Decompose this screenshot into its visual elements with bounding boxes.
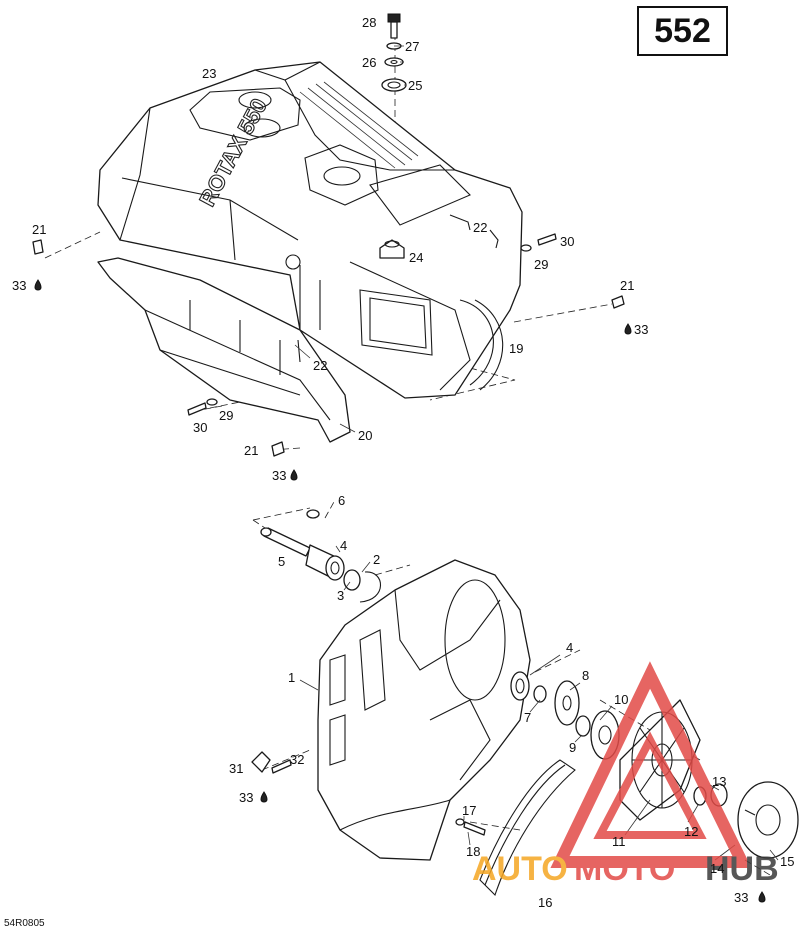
drive-belt xyxy=(479,759,576,897)
callout-label: 13 xyxy=(712,774,726,789)
lower-bracket xyxy=(97,257,351,443)
oil-drop-icon xyxy=(260,791,268,803)
callout-label: 18 xyxy=(466,844,480,859)
callout-label: 1 xyxy=(288,670,295,685)
callout-label: 33 xyxy=(239,790,253,805)
fasteners xyxy=(32,214,625,457)
callout-label: 2 xyxy=(373,552,380,567)
callout-label: 24 xyxy=(409,250,423,265)
callout-label: 4 xyxy=(340,538,347,553)
callout-label: 4 xyxy=(566,640,573,655)
page-number-box: 552 xyxy=(637,6,728,56)
watermark-text-hub: HUB xyxy=(705,850,779,888)
callout-label: 21 xyxy=(32,222,46,237)
fan-cover-assembly: ROTAX 550 xyxy=(97,61,523,399)
callout-label: 33 xyxy=(734,890,748,905)
callout-label: 21 xyxy=(244,443,258,458)
callout-label: 31 xyxy=(229,761,243,776)
top-hardware xyxy=(381,13,407,92)
oil-drop-icon xyxy=(758,891,766,903)
callout-label: 23 xyxy=(202,66,216,81)
callout-label: 33 xyxy=(634,322,648,337)
callout-label: 29 xyxy=(534,257,548,272)
callout-label: 20 xyxy=(358,428,372,443)
callout-label: 5 xyxy=(278,554,285,569)
callout-label: 28 xyxy=(362,15,376,30)
callout-label: 7 xyxy=(524,710,531,725)
callout-labels: 28 27 26 25 23 22 30 29 24 21 33 21 33 1… xyxy=(12,15,794,910)
callout-label: 21 xyxy=(620,278,634,293)
callout-label: 25 xyxy=(408,78,422,93)
callout-label: 30 xyxy=(193,420,207,435)
callout-label: 6 xyxy=(338,493,345,508)
page-number: 552 xyxy=(654,11,711,50)
watermark-text-auto: AUTO xyxy=(472,850,568,888)
callout-label: 16 xyxy=(538,895,552,910)
callout-label: 29 xyxy=(219,408,233,423)
callout-label: 8 xyxy=(582,668,589,683)
shaft-and-bearings xyxy=(260,509,381,603)
oil-drop-icon xyxy=(624,323,632,335)
watermark-triangle-inner xyxy=(593,731,707,839)
callout-label: 10 xyxy=(614,692,628,707)
callout-label: 33 xyxy=(272,468,286,483)
callout-label: 12 xyxy=(684,824,698,839)
callout-label: 33 xyxy=(12,278,26,293)
callout-label: 17 xyxy=(462,803,476,818)
drawing-code: 54R0805 xyxy=(4,918,45,929)
callout-label: 22 xyxy=(473,220,487,235)
callout-label: 3 xyxy=(337,588,344,603)
watermark-text-moto: MOTO xyxy=(574,850,675,888)
callout-label: 14 xyxy=(710,861,724,876)
callout-label: 15 xyxy=(780,854,794,869)
oil-drop-icon xyxy=(34,279,42,291)
callout-label: 30 xyxy=(560,234,574,249)
main-cover xyxy=(317,559,531,861)
callout-label: 19 xyxy=(509,341,523,356)
callout-label: 22 xyxy=(313,358,327,373)
callout-label: 27 xyxy=(405,39,419,54)
lower-hardware xyxy=(251,751,486,836)
watermark-logo: AUTO MOTO HUB xyxy=(472,661,779,888)
callout-label: 32 xyxy=(290,752,304,767)
callout-label: 9 xyxy=(569,740,576,755)
watermark-triangle xyxy=(550,661,752,868)
oil-drop-icons xyxy=(34,279,766,903)
callout-label: 26 xyxy=(362,55,376,70)
callout-label: 11 xyxy=(612,834,626,849)
oil-drop-icon xyxy=(290,469,298,481)
